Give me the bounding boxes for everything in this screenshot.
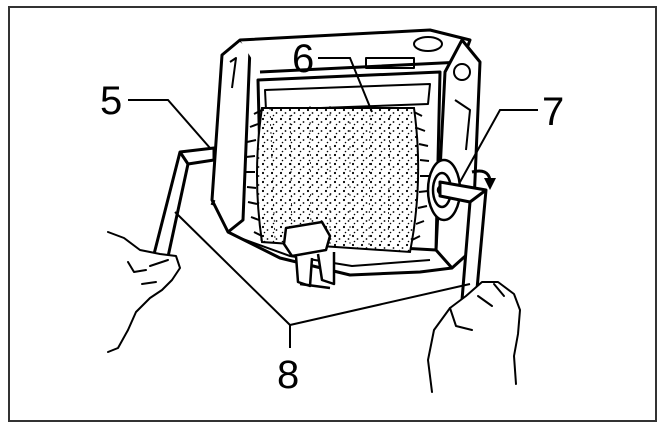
- leader-8-right: [289, 283, 471, 326]
- callout-7: 7: [542, 90, 564, 134]
- rotation-arrow-icon: [471, 169, 496, 190]
- leader-8-left: [174, 211, 291, 326]
- border: [8, 6, 657, 422]
- leader-6: [318, 57, 373, 113]
- callout-6: 6: [292, 37, 314, 81]
- hex-key-left: [150, 146, 216, 268]
- callout-5: 5: [100, 79, 122, 123]
- right-hand: [427, 281, 521, 393]
- brush-clip: [282, 220, 336, 290]
- leader-5: [128, 99, 211, 149]
- brush-roller: [245, 105, 430, 254]
- callout-8: 8: [277, 353, 299, 397]
- leader-7: [459, 109, 538, 183]
- left-hand: [107, 231, 181, 353]
- leader-lines: [128, 57, 538, 348]
